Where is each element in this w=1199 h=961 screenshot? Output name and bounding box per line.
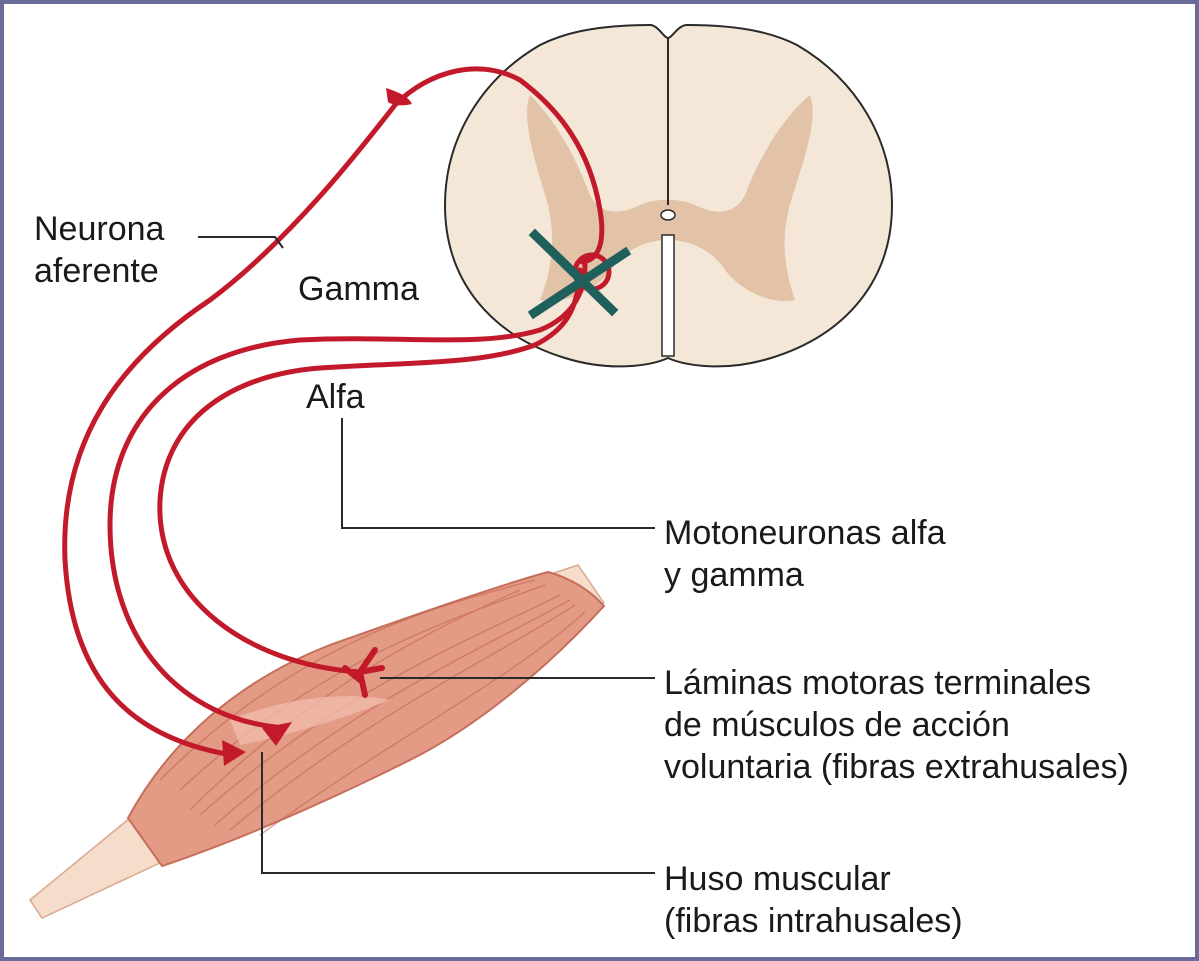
anterior-median-fissure bbox=[662, 235, 674, 356]
label-afferent-neuron: Neurona aferente bbox=[34, 208, 164, 292]
central-canal bbox=[661, 210, 675, 220]
label-gamma: Gamma bbox=[298, 268, 419, 310]
label-motor-neurons: Motoneuronas alfa y gamma bbox=[664, 512, 946, 596]
label-muscle-spindle: Huso muscular (fibras intrahusales) bbox=[664, 858, 963, 942]
skeletal-muscle bbox=[128, 572, 604, 866]
label-motor-end-plates: Láminas motoras terminales de músculos d… bbox=[664, 662, 1129, 788]
label-alpha: Alfa bbox=[306, 376, 365, 418]
leader-motor-neurons bbox=[342, 418, 655, 528]
